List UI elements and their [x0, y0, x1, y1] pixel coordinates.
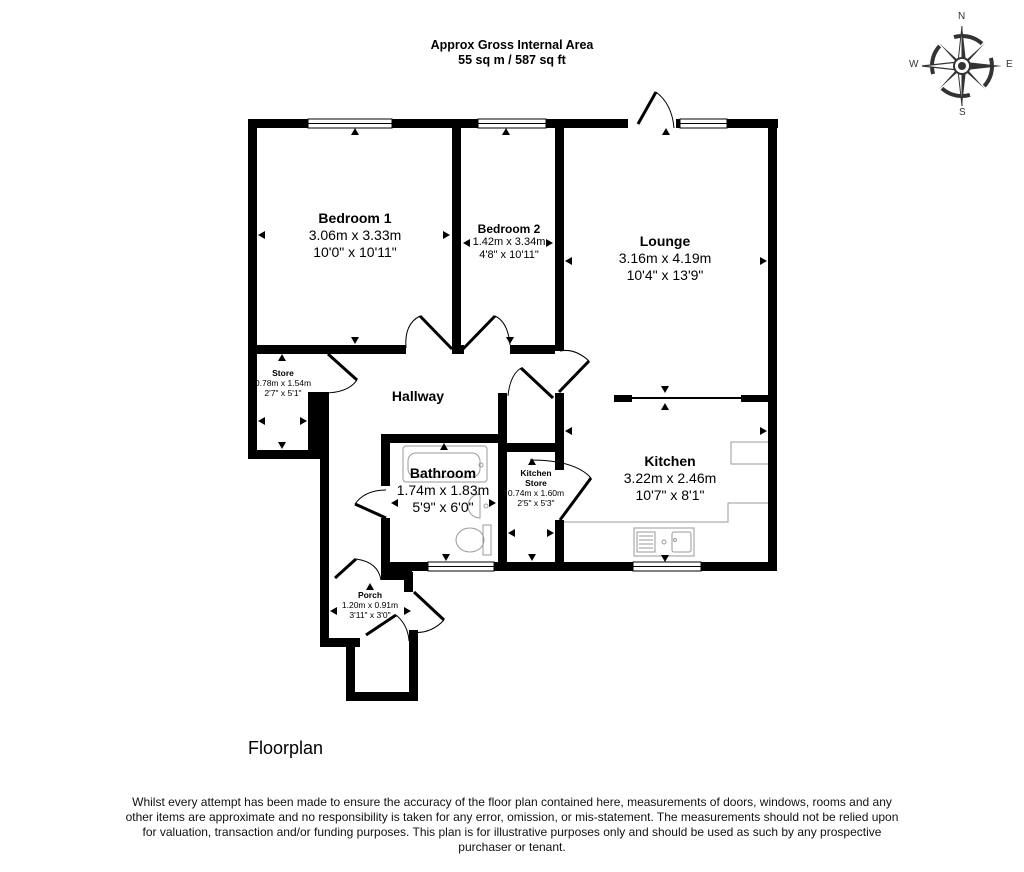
- basin: [467, 493, 481, 519]
- room-name: Bedroom 1: [318, 210, 392, 226]
- room-imperial: 10'0" x 10'11": [313, 244, 397, 260]
- area-title: Approx Gross Internal Area: [430, 38, 594, 52]
- room-porch: Porch 1.20m x 0.91m 3'11" x 3'0": [342, 590, 398, 620]
- compass-rose-icon: [921, 25, 1002, 107]
- room-name-line1: Kitchen: [520, 468, 552, 478]
- disclaimer: Whilst every attempt has been made to en…: [125, 795, 899, 854]
- floor-title: Floorplan: [248, 738, 324, 758]
- room-metric: 3.06m x 3.33m: [308, 227, 402, 243]
- room-name: Porch: [357, 590, 383, 600]
- compass-east: E: [1006, 59, 1013, 70]
- compass-south: S: [959, 107, 966, 118]
- room-kitchen-store: Kitchen Store 0.74m x 1.60m 2'5" x 5'3": [508, 468, 564, 508]
- room-bedroom-1: Bedroom 1 3.06m x 3.33m 10'0" x 10'11": [309, 210, 402, 261]
- room-imperial: 2'7" x 5'1": [264, 388, 302, 398]
- room-metric: 1.20m x 0.91m: [341, 600, 399, 610]
- compass-west: W: [909, 59, 919, 70]
- room-name: Bathroom: [409, 465, 477, 481]
- room-name: Bedroom 2: [477, 222, 541, 236]
- room-hallway: Hallway: [392, 388, 444, 405]
- room-imperial: 2'5" x 5'3": [517, 498, 555, 508]
- dimension-arrows: [258, 128, 767, 615]
- room-imperial: 4'8" x 10'11": [479, 249, 539, 261]
- room-name: Kitchen: [644, 453, 696, 469]
- room-metric: 1.42m x 3.34m: [472, 236, 546, 248]
- room-imperial: 10'7" x 8'1": [635, 487, 705, 503]
- compass-north: N: [958, 11, 966, 22]
- walls: [248, 119, 778, 701]
- room-metric: 0.74m x 1.60m: [507, 488, 565, 498]
- compass-rose: N S E W: [905, 8, 1020, 120]
- room-store: Store 0.78m x 1.54m 2'7" x 5'1": [255, 368, 311, 398]
- room-imperial: 5'9" x 6'0": [412, 499, 474, 515]
- room-bathroom: Bathroom 1.74m x 1.83m 5'9" x 6'0": [397, 465, 490, 516]
- windows: [307, 118, 728, 572]
- room-imperial: 3'11" x 3'0": [349, 610, 391, 620]
- area-value: 55 sq m / 587 sq ft: [458, 53, 566, 67]
- room-name: Lounge: [639, 233, 691, 249]
- toilet: [482, 524, 492, 556]
- room-lounge: Lounge 3.16m x 4.19m 10'4" x 13'9": [619, 233, 712, 284]
- room-name: Store: [272, 368, 294, 378]
- room-name-line2: Store: [525, 478, 547, 488]
- room-metric: 3.22m x 2.46m: [623, 470, 717, 486]
- room-bedroom-2: Bedroom 2 1.42m x 3.34m 4'8" x 10'11": [473, 222, 546, 262]
- gross-internal-area: Approx Gross Internal Area 55 sq m / 587…: [0, 38, 1024, 68]
- doors: [323, 91, 676, 642]
- room-name: Hallway: [391, 388, 445, 404]
- room-imperial: 10'4" x 13'9": [626, 267, 704, 283]
- room-metric: 0.78m x 1.54m: [254, 378, 312, 388]
- fixtures: [402, 441, 768, 557]
- room-metric: 1.74m x 1.83m: [396, 482, 490, 498]
- room-metric: 3.16m x 4.19m: [618, 250, 712, 266]
- room-kitchen: Kitchen 3.22m x 2.46m 10'7" x 8'1": [624, 453, 717, 504]
